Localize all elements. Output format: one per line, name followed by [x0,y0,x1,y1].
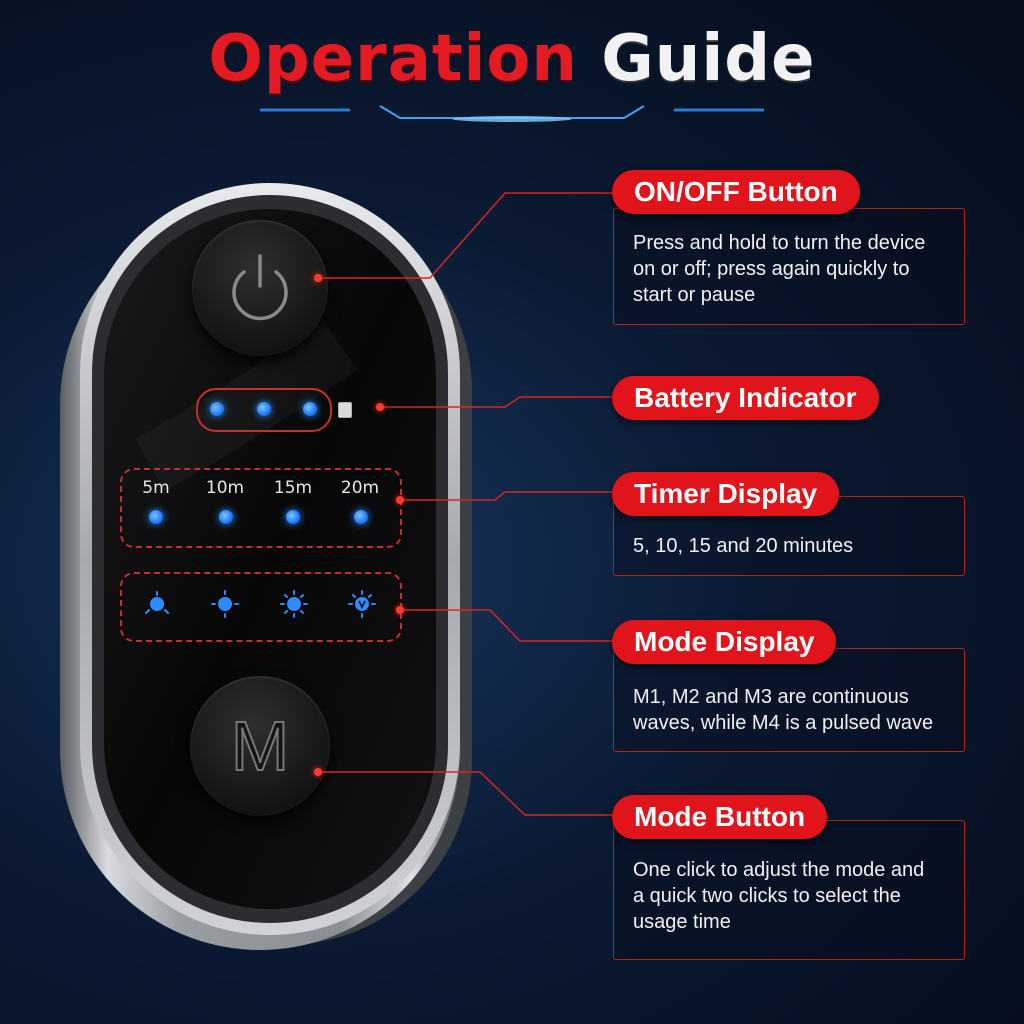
title-part1: Operation [208,22,578,96]
mode-icon-2 [211,590,239,618]
battery-led [303,402,317,416]
callout-dot [376,403,384,411]
mode-button-desc-box [613,820,965,960]
desc-line: M1, M2 and M3 are continuous [633,686,909,708]
battery-indicator-title: Battery Indicator [612,376,879,420]
timer-display-title: Timer Display [612,472,840,516]
timer-led [149,510,163,524]
desc-line: usage time [633,911,731,933]
callout-dot [314,768,322,776]
on-off-description: Press and hold to turn the device on or … [633,230,953,308]
mode-button-description: One click to adjust the mode and a quick… [633,857,953,935]
battery-icon [338,402,352,418]
mode-button[interactable]: M [190,676,330,816]
mode-button-letter: M [230,706,290,786]
desc-line: start or pause [633,284,756,306]
timer-description: 5, 10, 15 and 20 minutes [633,533,953,559]
timer-led [286,510,300,524]
battery-indicator-box [196,388,332,432]
mode-display-title: Mode Display [612,620,837,664]
timer-led [354,510,368,524]
desc-line: a quick two clicks to select the [633,885,901,907]
callout-dot [396,496,404,504]
mode-display-description: M1, M2 and M3 are continuous waves, whil… [633,684,958,736]
callout-dot [396,606,404,614]
power-button[interactable] [192,220,328,356]
mode-icon-3 [280,590,308,618]
timer-led [219,510,233,524]
timer-label: 5m [142,478,170,498]
timer-label: 10m [205,478,245,498]
callout-dot [314,274,322,282]
desc-line: Press and hold to turn the device [633,232,926,254]
desc-line: 5, 10, 15 and 20 minutes [633,535,854,557]
page-title: Operation Guide [0,22,1024,96]
desc-line: waves, while M4 is a pulsed wave [633,712,934,734]
power-icon [232,254,288,321]
timer-label: 15m [273,478,313,498]
mode-button-title: Mode Button [612,795,828,839]
on-off-desc-box [613,208,965,325]
title-decoration [150,105,874,122]
title-part2: Guide [601,22,816,96]
mode-icon-4 [348,590,376,618]
timer-display-box [120,468,402,548]
mode-icon-1 [145,591,169,614]
desc-line: on or off; press again quickly to [633,258,910,280]
desc-line: One click to adjust the mode and [633,859,925,881]
battery-led [257,402,271,416]
timer-label: 20m [340,478,380,498]
battery-led [210,402,224,416]
on-off-title: ON/OFF Button [612,170,860,214]
